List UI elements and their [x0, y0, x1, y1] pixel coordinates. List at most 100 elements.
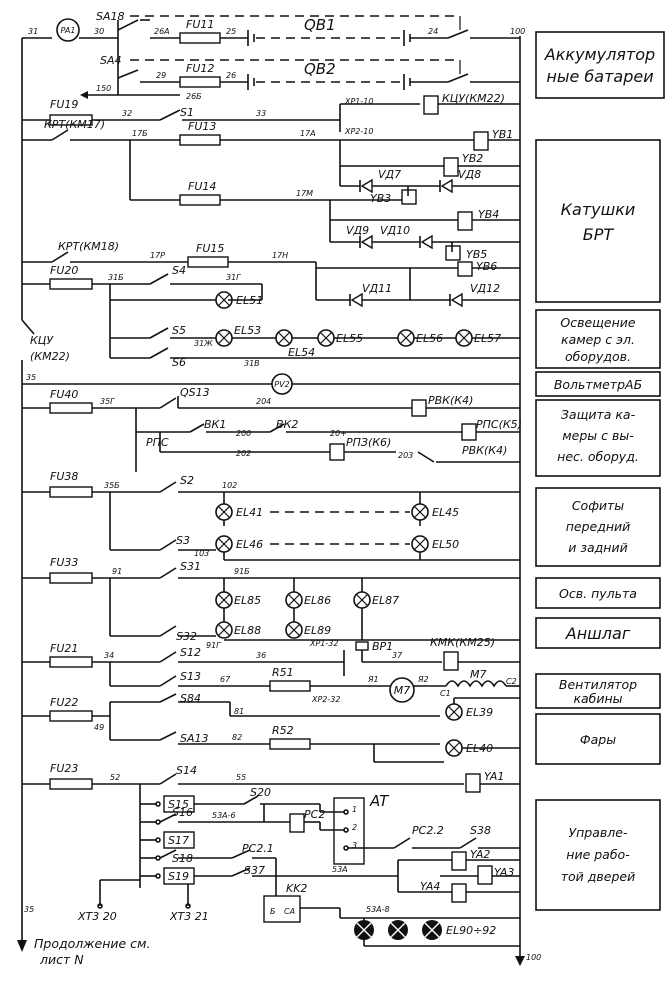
- svg-text:26A: 26A: [154, 27, 170, 36]
- block-fan-line2: кабины: [573, 691, 622, 706]
- label-xt3-21: XT3 21: [169, 910, 209, 923]
- coil-yb5: [445, 245, 461, 261]
- block-brt-line2: БРТ: [583, 225, 615, 244]
- svg-text:S19: S19: [168, 870, 189, 883]
- svg-text:35Г: 35Г: [100, 397, 115, 406]
- block-fan: [535, 673, 661, 709]
- block-console-lighting: [535, 577, 661, 609]
- svg-text:29: 29: [156, 71, 166, 80]
- function-blocks: Аккумулятор ные батареи Катушки БРТ Осве…: [535, 31, 665, 911]
- svg-text:VД9: VД9: [346, 224, 369, 237]
- label-qb2: QB2: [304, 60, 336, 78]
- fuse-fu14: [179, 194, 221, 206]
- svg-text:FU12: FU12: [186, 62, 214, 75]
- svg-text:202: 202: [236, 449, 251, 458]
- coil-kcu-km22: [423, 95, 439, 115]
- fuse-fu20: [49, 278, 93, 290]
- block-soffits: [535, 487, 661, 567]
- fuse-fu22: [49, 710, 93, 722]
- fuse-fu38: [49, 486, 93, 498]
- svg-text:33: 33: [256, 109, 266, 118]
- svg-text:EL88: EL88: [234, 624, 261, 637]
- svg-text:КЦУ(КМ22): КЦУ(КМ22): [442, 92, 505, 105]
- fuse-fu11: [179, 32, 221, 44]
- block-brt-line1: Катушки: [561, 200, 636, 219]
- label-xt3-20: XT3 20: [77, 910, 117, 923]
- svg-text:S15: S15: [168, 798, 189, 811]
- solenoid-ya1: [465, 773, 481, 793]
- svg-text:55: 55: [236, 773, 246, 782]
- svg-text:2: 2: [352, 823, 357, 832]
- sensor-bp1: [355, 641, 369, 651]
- block-sign: [535, 617, 661, 649]
- row-brt: КРТ(КМ17) 17Б FU13 17А YB1 YB2 VД7 VД8 Y…: [22, 118, 520, 261]
- svg-text:31Г: 31Г: [226, 273, 241, 282]
- svg-text:49: 49: [94, 723, 104, 732]
- block-door-line1: Управле-: [569, 825, 628, 840]
- block-chamber-line2: камер с эл.: [561, 332, 635, 347]
- svg-text:91Г: 91Г: [206, 641, 221, 650]
- label-s16: S16: [172, 806, 193, 819]
- svg-text:КМК(КМ25): КМК(КМ25): [430, 636, 495, 649]
- svg-text:M7: M7: [394, 684, 411, 697]
- svg-text:37: 37: [392, 651, 403, 660]
- block-chamber-lighting: [535, 309, 661, 369]
- block-battery-line2: ные батареи: [546, 67, 653, 86]
- svg-text:EL86: EL86: [304, 594, 331, 607]
- svg-text:102: 102: [222, 481, 237, 490]
- coil-kmk-km25: [443, 651, 459, 671]
- svg-text:3: 3: [352, 841, 357, 850]
- svg-text:EL39: EL39: [466, 706, 493, 719]
- ammeter-pa1: [56, 18, 80, 42]
- svg-text:52: 52: [110, 773, 120, 782]
- label-s1: S1: [180, 106, 194, 119]
- svg-text:YB4: YB4: [478, 208, 499, 221]
- relay-pc2: [289, 813, 305, 833]
- fuse-fu15: [187, 256, 229, 268]
- label-bk2: ВК2: [276, 418, 298, 431]
- label-qs13: QS13: [180, 386, 210, 399]
- svg-text:100: 100: [510, 27, 525, 36]
- svg-text:Я1: Я1: [367, 675, 379, 684]
- block-at: [333, 797, 365, 865]
- block-chamber-protection: [535, 399, 661, 477]
- svg-text:PV2: PV2: [274, 380, 289, 389]
- label-s5: S5: [172, 324, 186, 337]
- fuse-fu33: [49, 572, 93, 584]
- svg-text:S17: S17: [168, 834, 189, 847]
- row-voltmeter: 35 PV2: [22, 373, 520, 395]
- svg-text:EL54: EL54: [288, 346, 315, 359]
- svg-text:EL90÷92: EL90÷92: [446, 924, 496, 937]
- svg-text:FU14: FU14: [188, 180, 216, 193]
- relay-rps-k5: [461, 423, 477, 441]
- lamps-el90-92: [354, 920, 442, 940]
- block-brt-coils: [535, 139, 661, 303]
- label-pc22: PC2.2: [412, 824, 444, 837]
- block-battery: [535, 31, 665, 99]
- svg-text:YB1: YB1: [492, 128, 513, 141]
- svg-text:FU20: FU20: [50, 264, 78, 277]
- label-krt-km17: КРТ(КМ17): [44, 118, 105, 131]
- svg-text:53А-8: 53А-8: [366, 905, 390, 914]
- svg-text:17М: 17М: [296, 189, 313, 198]
- block-chamber-line1: Освещение: [560, 315, 636, 330]
- svg-text:VД11: VД11: [362, 282, 392, 295]
- svg-text:VД10: VД10: [380, 224, 410, 237]
- label-s2: S2: [180, 474, 194, 487]
- svg-text:R51: R51: [272, 666, 294, 679]
- svg-text:100: 100: [526, 953, 541, 962]
- label-rps: РПС: [146, 436, 169, 449]
- resistor-r52: [269, 738, 311, 750]
- svg-text:YA4: YA4: [420, 880, 440, 893]
- svg-text:20+: 20+: [330, 429, 347, 438]
- svg-text:С2: С2: [506, 677, 517, 686]
- label-s4: S4: [172, 264, 186, 277]
- svg-text:PC2: PC2: [304, 808, 325, 821]
- svg-text:EL41: EL41: [236, 506, 263, 519]
- svg-text:30: 30: [94, 27, 104, 36]
- svg-text:FU40: FU40: [50, 388, 78, 401]
- svg-text:53А-6: 53А-6: [212, 811, 236, 820]
- label-s38: S38: [470, 824, 491, 837]
- row-fu19: FU19 32 S1 33 XP1-10 XP2-10 КЦУ(КМ22): [22, 92, 520, 136]
